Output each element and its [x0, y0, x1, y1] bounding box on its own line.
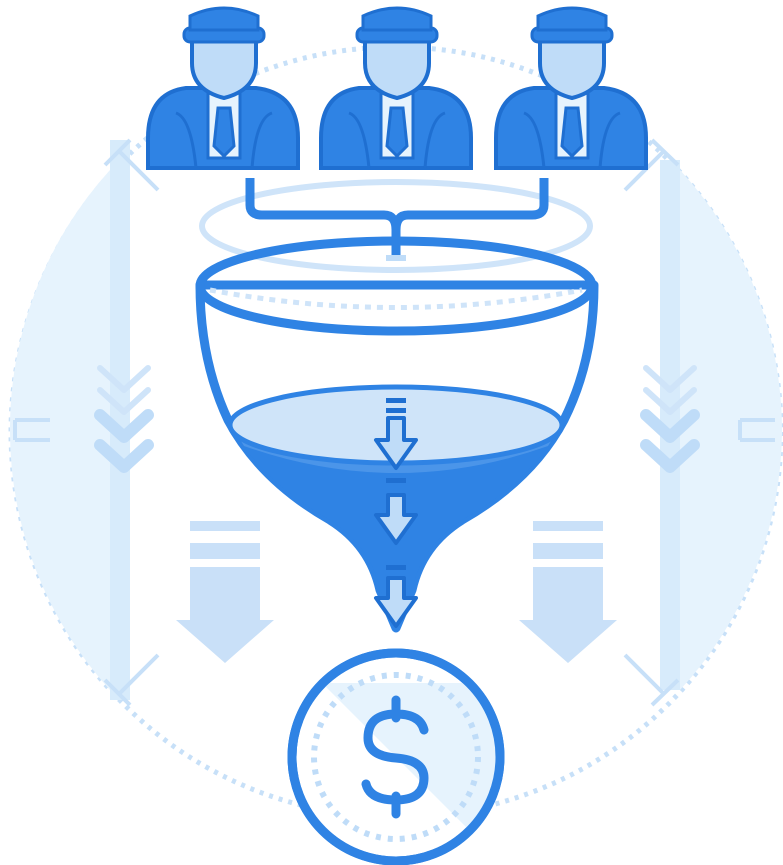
dollar-coin-icon — [287, 648, 505, 865]
person-icon — [319, 6, 473, 170]
right-tick — [738, 418, 775, 442]
top-left-tick — [103, 138, 160, 192]
left-panel-edge — [110, 140, 130, 700]
bottom-right-tick — [623, 653, 680, 707]
down-arrow-icon — [374, 565, 418, 628]
right-large-arrow — [519, 521, 617, 663]
left-large-arrow — [176, 521, 274, 663]
bottom-left-tick — [103, 653, 160, 707]
right-panel — [680, 170, 783, 690]
down-arrow-icon — [374, 478, 418, 545]
left-panel — [9, 170, 111, 690]
down-arrow-icon — [374, 398, 418, 470]
left-tick — [13, 418, 50, 442]
right-panel-edge — [660, 160, 680, 690]
right-chevrons — [640, 365, 700, 473]
connector-pipes — [245, 178, 549, 258]
funnel-rim-ghost — [199, 179, 593, 273]
person-icon — [146, 6, 300, 170]
left-chevrons — [94, 365, 154, 473]
person-icon — [494, 6, 648, 170]
background-decor — [8, 44, 783, 820]
